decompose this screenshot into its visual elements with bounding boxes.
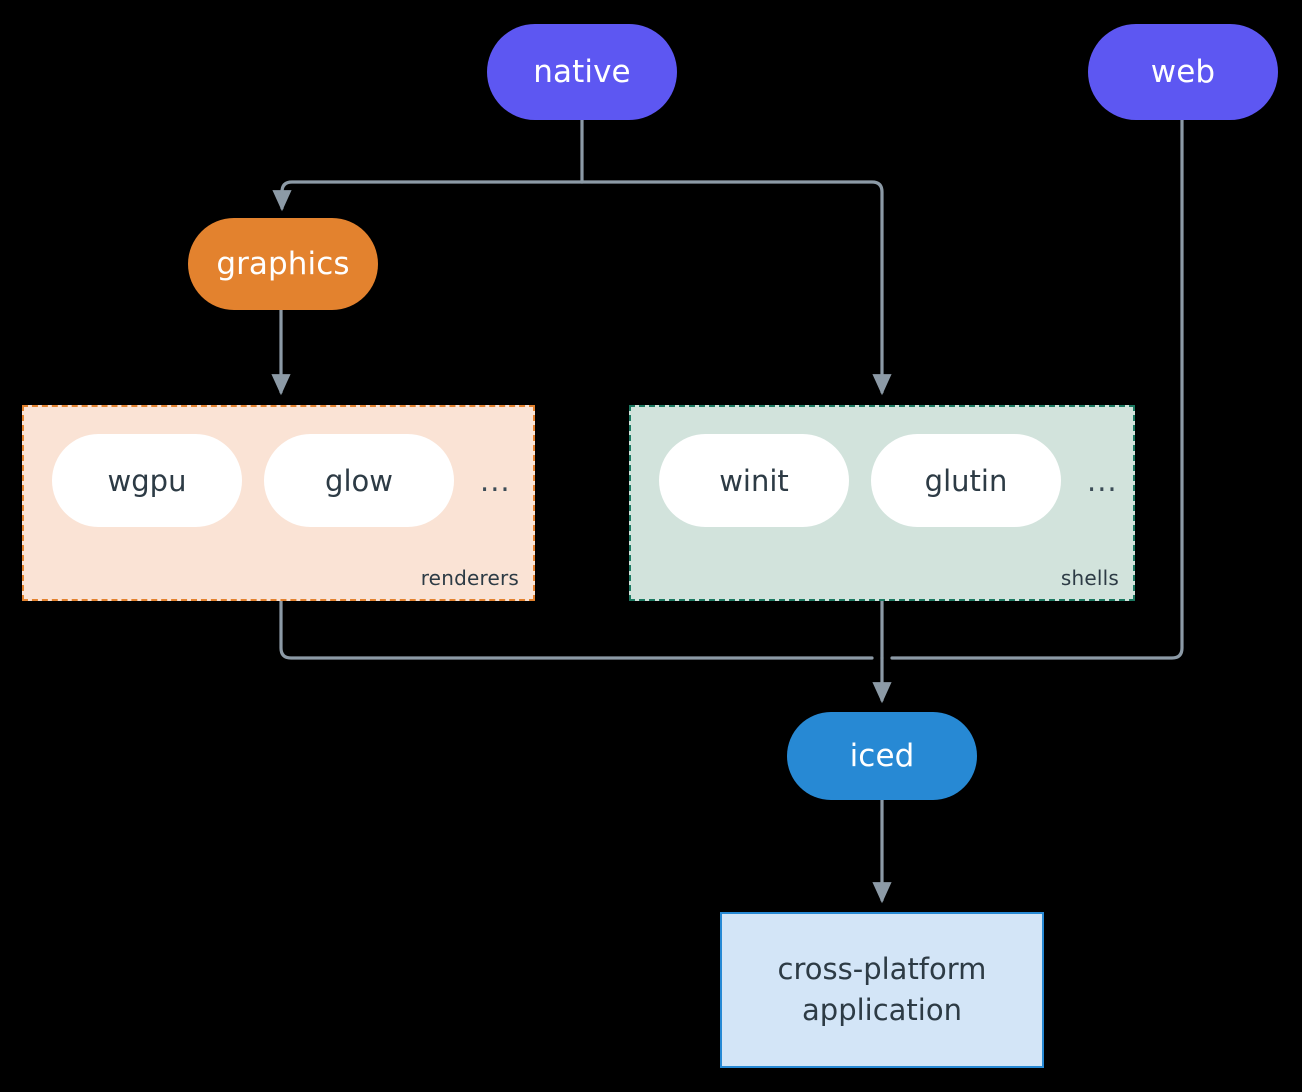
node-cross-platform-application[interactable]: cross-platform application — [720, 912, 1044, 1068]
node-graphics[interactable]: graphics — [188, 218, 378, 310]
shells-chip-row: winit glutin ... — [659, 434, 1118, 527]
chip-glutin[interactable]: glutin — [871, 434, 1061, 527]
edge-native-to-shells — [580, 180, 892, 396]
node-graphics-label: graphics — [216, 245, 350, 282]
group-renderers: wgpu glow ... renderers — [22, 405, 535, 601]
application-label-line1: cross-platform — [777, 951, 987, 986]
node-native[interactable]: native — [487, 24, 677, 120]
application-label-line2: application — [802, 993, 962, 1027]
shells-ellipsis: ... — [1087, 463, 1118, 498]
chip-winit-label: winit — [719, 463, 789, 498]
renderers-ellipsis: ... — [480, 463, 511, 498]
chip-glow[interactable]: glow — [264, 434, 454, 527]
node-web[interactable]: web — [1088, 24, 1278, 120]
group-renderers-label: renderers — [420, 566, 519, 590]
group-shells: winit glutin ... shells — [629, 405, 1135, 601]
chip-glutin-label: glutin — [924, 463, 1008, 498]
group-shells-label: shells — [1060, 566, 1119, 590]
chip-glow-label: glow — [325, 463, 393, 498]
edge-renderers-to-merge — [279, 599, 874, 660]
renderers-chip-row: wgpu glow ... — [52, 434, 511, 527]
chip-wgpu-label: wgpu — [107, 463, 187, 498]
edge-native-to-graphics — [272, 180, 584, 212]
node-native-label: native — [533, 53, 631, 90]
chip-winit[interactable]: winit — [659, 434, 849, 527]
node-web-label: web — [1150, 53, 1216, 90]
node-iced-label: iced — [849, 737, 915, 774]
node-iced[interactable]: iced — [787, 712, 977, 800]
chip-wgpu[interactable]: wgpu — [52, 434, 242, 527]
